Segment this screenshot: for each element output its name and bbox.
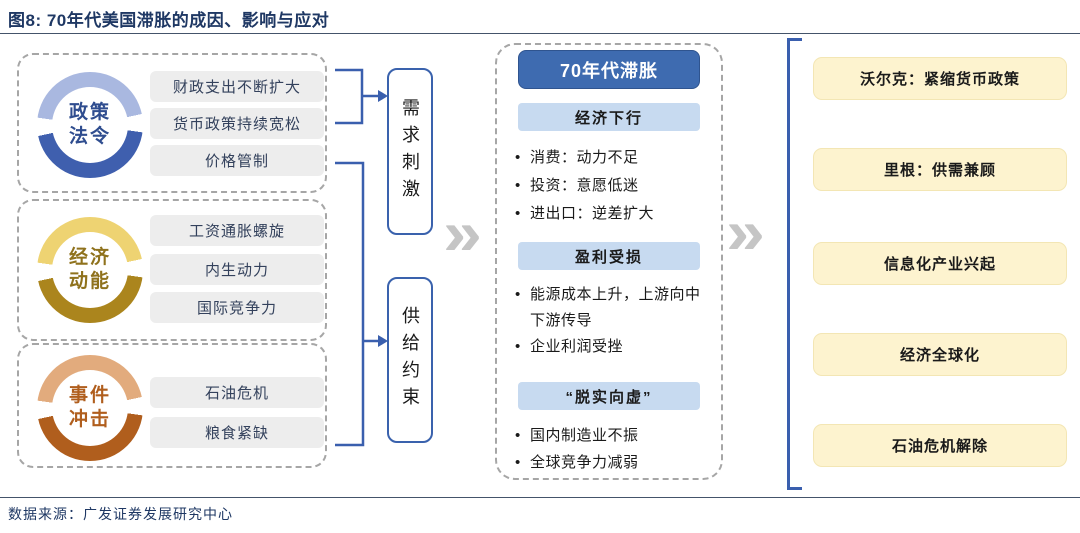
response-item: 信息化产业兴起 [813,242,1067,285]
section-heading-profit-damage: 盈利受损 [518,242,700,270]
cause-item: 石油危机 [150,377,324,408]
cause-item: 财政支出不断扩大 [150,71,324,102]
circle-label-line: 事件 [68,385,111,407]
chevron-right-icon: » [443,197,482,269]
response-item: 沃尔克：紧缩货币政策 [813,57,1067,100]
panel-header: 70年代滞胀 [518,50,700,89]
policy-circle-label: 政策 法令 [52,87,128,163]
circle-label-line: 法令 [68,126,111,147]
stagflation-panel: 70年代滞胀 经济下行 消费：动力不足 投资：意愿低迷 进出口：逆差扩大 盈利受… [495,43,723,480]
response-item: 里根：供需兼顾 [813,148,1067,191]
cause-item: 内生动力 [150,254,324,285]
bullet-item: 全球竞争力减弱 [513,449,711,476]
cause-group-events: 事件 冲击 石油危机 粮食紧缺 [17,343,327,468]
section-heading-real-to-virtual: “脱实向虚” [518,382,700,410]
mechanism-label: 供给约束 [400,306,420,414]
bullet-list: 能源成本上升，上游向中下游传导 企业利润受挫 [513,282,711,360]
top-divider [0,33,1080,34]
bullet-item: 消费：动力不足 [513,144,711,172]
cause-item: 粮食紧缺 [150,417,324,448]
circle-label-line: 政策 [68,102,111,124]
responses-bracket [787,38,802,490]
chevron-right-icon: » [726,196,765,268]
bullet-item: 国内制造业不振 [513,422,711,449]
events-ring-icon: 事件 冲击 [37,355,143,461]
policy-ring-icon: 政策 法令 [37,72,143,178]
cause-item: 工资通胀螺旋 [150,215,324,246]
figure-title: 图8: 70年代美国滞胀的成因、影响与应对 [8,11,330,30]
circle-label-line: 经济 [68,247,111,269]
bottom-divider [0,497,1080,498]
bullet-item: 投资：意愿低迷 [513,172,711,200]
economy-circle-label: 经济 动能 [52,232,128,308]
bullet-item: 进出口：逆差扩大 [513,200,711,228]
bullet-item: 能源成本上升，上游向中下游传导 [513,282,711,334]
circle-label-line: 冲击 [68,409,111,430]
response-item: 经济全球化 [813,333,1067,376]
mechanism-supply-constraint: 供给约束 [387,277,433,443]
bullet-list: 国内制造业不振 全球竞争力减弱 [513,422,711,476]
cause-group-economy: 经济 动能 工资通胀螺旋 内生动力 国际竞争力 [17,199,327,341]
cause-item: 国际竞争力 [150,292,324,323]
cause-group-policy: 政策 法令 财政支出不断扩大 货币政策持续宽松 价格管制 [17,53,327,193]
connector-brackets [335,68,388,447]
cause-item: 货币政策持续宽松 [150,108,324,139]
circle-label-line: 动能 [68,271,111,292]
bullet-list: 消费：动力不足 投资：意愿低迷 进出口：逆差扩大 [513,144,711,228]
data-source-caption: 数据来源：广发证券发展研究中心 [8,506,233,522]
events-circle-label: 事件 冲击 [52,370,128,446]
mechanism-demand-stimulus: 需求刺激 [387,68,433,235]
mechanism-label: 需求刺激 [400,97,420,206]
bullet-item: 企业利润受挫 [513,334,711,360]
section-heading-economy-downturn: 经济下行 [518,103,700,131]
response-item: 石油危机解除 [813,424,1067,467]
economy-ring-icon: 经济 动能 [37,217,143,323]
cause-item: 价格管制 [150,145,324,176]
